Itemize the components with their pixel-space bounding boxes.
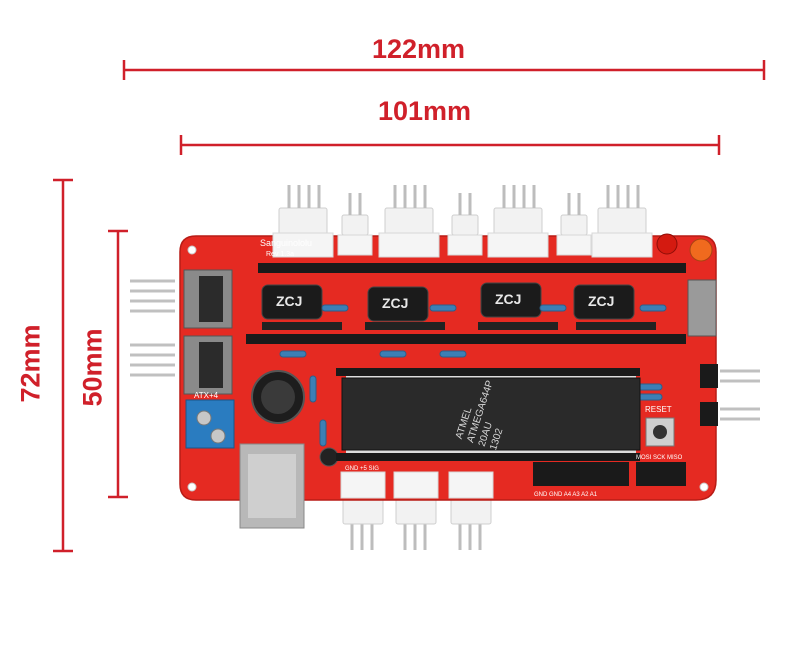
dim-label-overall-height: 72mm	[15, 324, 46, 403]
power-terminal	[185, 399, 235, 449]
bottom-headers	[533, 462, 686, 486]
right-headers	[700, 364, 718, 426]
dim-line-50	[108, 229, 128, 499]
cap-marking-4: ZCJ	[588, 293, 614, 309]
reset-button-part	[645, 417, 675, 447]
driver-headers	[246, 263, 686, 344]
resistors	[279, 304, 667, 447]
main-capacitor	[251, 370, 305, 424]
top-connectors	[278, 185, 647, 236]
main-chip	[336, 368, 641, 461]
bottom-connector-bases	[340, 471, 494, 499]
power-label-text: ATX+4	[194, 391, 219, 400]
header-labels-text: GND GND A4 A3 A2 A1	[534, 492, 598, 498]
dim-label-inner-height: 50mm	[77, 328, 108, 407]
right-pins	[720, 369, 760, 421]
leds	[656, 233, 713, 262]
dim-line-101	[179, 135, 721, 155]
prog-label-text: MOSI SCK MISO	[636, 455, 683, 461]
dim-line-72	[53, 178, 73, 553]
voltage-regulators	[183, 269, 717, 395]
cap-marking-2: ZCJ	[382, 295, 408, 311]
cap-marking-1: ZCJ	[276, 293, 302, 309]
endstop-label-text: GND +5 SIG	[345, 466, 379, 472]
board-revision-text: Rev 1.3a	[266, 251, 294, 258]
connector-bases	[272, 232, 653, 258]
dim-label-overall-width: 122mm	[372, 34, 466, 64]
bottom-connectors	[342, 495, 492, 550]
board-name-text: Sanguinololu	[260, 238, 312, 248]
reset-label-text: RESET	[645, 405, 672, 414]
jumper-headers	[262, 322, 656, 330]
dim-line-122	[122, 60, 766, 80]
dim-label-inner-width: 101mm	[378, 96, 472, 126]
usb-connector	[239, 443, 305, 529]
capacitors	[261, 282, 635, 322]
small-capacitor	[319, 447, 339, 467]
left-pins	[130, 279, 175, 377]
cap-marking-3: ZCJ	[495, 291, 521, 307]
